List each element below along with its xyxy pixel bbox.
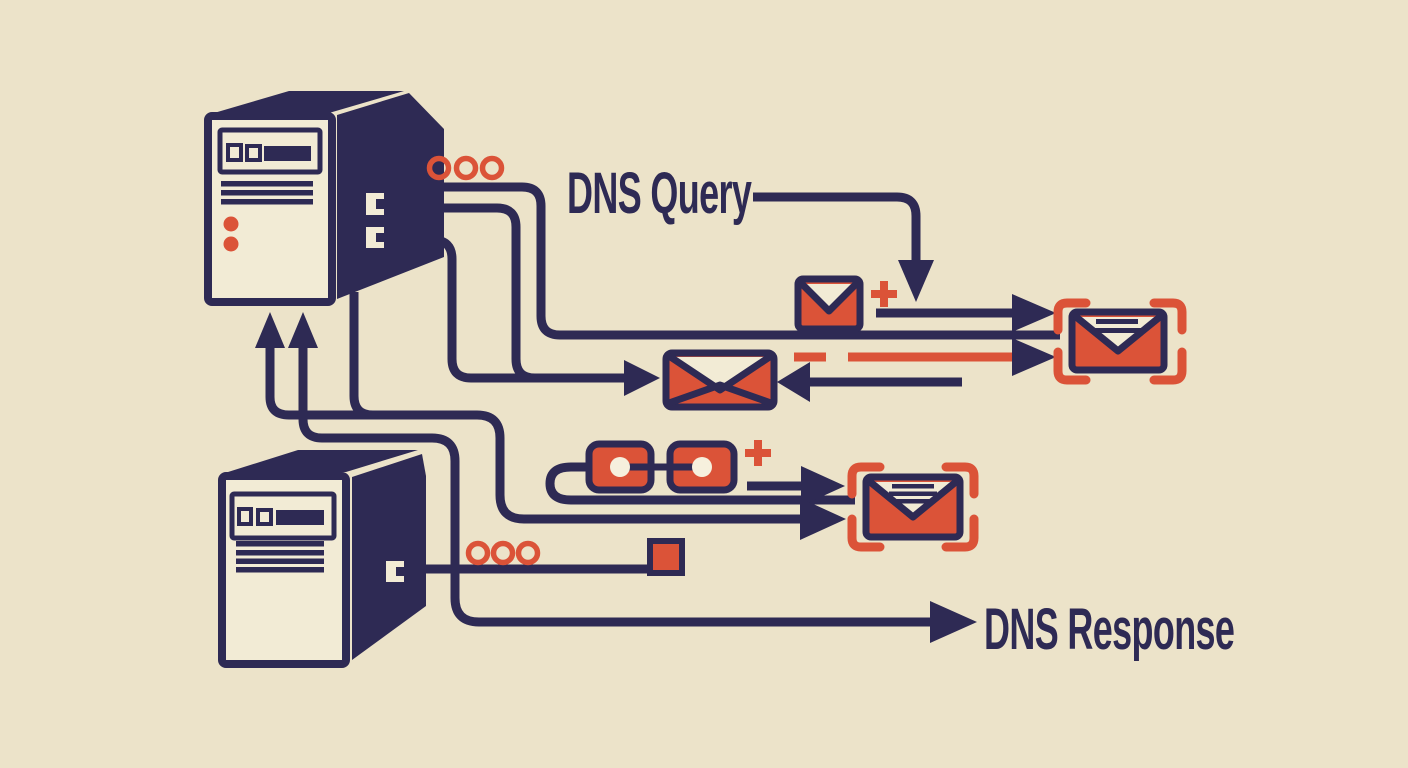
server-vent-line	[221, 181, 313, 187]
server-side-face	[352, 454, 426, 660]
plus-icon-top	[871, 281, 897, 307]
ring-icon	[490, 540, 516, 566]
right-arrow-icon-response	[930, 601, 977, 643]
wire-server1-to-scan1	[400, 182, 1060, 340]
server-led-icon	[223, 236, 239, 252]
status-ring-dots-top	[426, 155, 505, 181]
server-vent-line	[236, 558, 324, 564]
ring-icon	[465, 540, 491, 566]
server-button	[245, 144, 262, 162]
server-vent-line	[221, 199, 313, 205]
scan-brackets-icon	[1053, 298, 1187, 385]
server-drive-panel	[229, 491, 337, 541]
right-arrow-icon-scan2	[800, 498, 846, 540]
server-port-icon	[386, 561, 408, 582]
server-vent-line	[221, 190, 313, 196]
wire-uturn-links	[545, 462, 855, 505]
wire-uparrow1-to-scan2	[265, 348, 800, 524]
envelope-query-icon	[794, 275, 864, 333]
dns-response-label: DNS Response	[984, 597, 1234, 662]
server-vent-line	[236, 550, 324, 556]
server-drive-slot	[264, 146, 311, 161]
server-button	[256, 508, 273, 526]
server-button	[226, 143, 243, 162]
ring-icon	[426, 155, 452, 181]
right-arrow-icon-scan1-top	[1012, 294, 1056, 332]
wire-uparrow2-to-response	[298, 348, 930, 627]
up-arrow-icon-2	[288, 312, 318, 348]
server-port-icon	[366, 227, 388, 248]
scanned-envelope-icon-2	[847, 462, 979, 552]
dns-query-label: DNS Query	[567, 161, 752, 226]
down-arrow-icon-query	[898, 260, 934, 302]
right-arrow-icon-mid-envelope	[624, 360, 660, 396]
server-tower-top	[204, 91, 444, 306]
flow-wires	[265, 182, 1060, 627]
arrowheads	[255, 260, 1056, 643]
server-drive-panel	[217, 127, 323, 175]
ring-icon	[479, 155, 505, 181]
server-vent-line	[236, 567, 324, 573]
right-arrow-icon-links	[801, 466, 845, 506]
right-arrow-icon-scan1-orange	[1012, 338, 1056, 376]
envelope-middle-icon	[662, 349, 778, 411]
plus-icon-links	[745, 440, 771, 466]
status-ring-dots-bottom	[465, 540, 541, 566]
server-front-face	[204, 112, 336, 306]
server-top-face	[214, 91, 404, 113]
server-side-face	[337, 93, 444, 299]
up-arrow-icon-1	[255, 312, 285, 348]
server-button	[237, 507, 253, 526]
left-arrow-icon-mid-envelope	[777, 362, 810, 402]
wire-query-elbow	[753, 192, 921, 260]
scan-brackets-icon	[847, 462, 979, 552]
server-tower-bottom	[218, 450, 426, 668]
orange-terminator-square	[647, 538, 685, 576]
ring-icon	[453, 155, 479, 181]
server-drive-slot	[276, 510, 324, 525]
server-vent-line	[236, 541, 324, 547]
scanned-envelope-icon-1	[1053, 298, 1187, 385]
chain-link-icons	[585, 440, 738, 494]
link-hole	[610, 457, 630, 477]
server-top-face	[228, 450, 418, 472]
ring-icon	[515, 540, 541, 566]
wire-server1-bottom-stub	[349, 292, 430, 420]
server-port-icon	[366, 193, 388, 215]
server-led-icon	[223, 216, 239, 232]
link-hole	[692, 457, 712, 477]
